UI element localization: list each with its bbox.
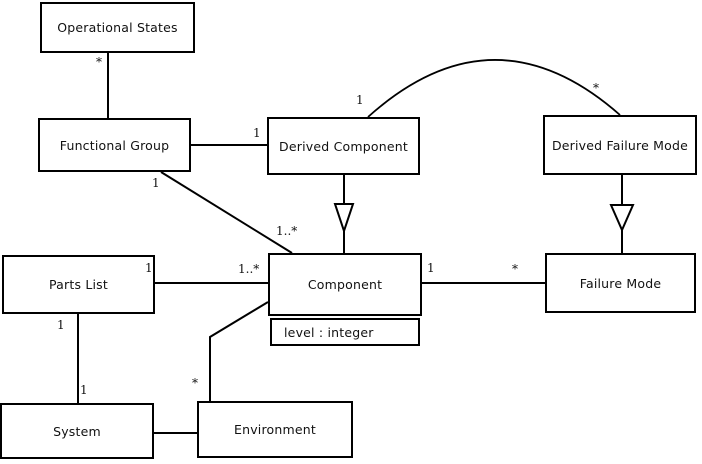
multiplicity-component-end-parts-list: 1..*: [238, 262, 260, 276]
multiplicity-system-end: 1: [80, 383, 88, 397]
class-functional-group: Functional Group: [38, 118, 191, 172]
class-parts-list: Parts List: [2, 255, 155, 314]
edge-functional-group-component: [160, 171, 293, 254]
multiplicity-parts-list-end: 1: [145, 261, 153, 275]
multiplicity-component-end-diagonal: 1..*: [276, 224, 298, 238]
class-component: Component: [268, 253, 422, 316]
multiplicity-derived-component-end: 1: [253, 126, 261, 140]
class-operational-states: Operational States: [40, 2, 195, 53]
edge-derived-component-derived-failure-mode-arc: [367, 59, 621, 118]
class-system: System: [0, 403, 154, 459]
class-label: Derived Component: [279, 138, 408, 154]
class-label: Failure Mode: [579, 275, 662, 291]
class-derived-failure-mode: Derived Failure Mode: [543, 115, 697, 175]
multiplicity-operational-states: *: [96, 55, 102, 69]
multiplicity-failure-mode-end: *: [512, 262, 518, 276]
multiplicity-derived-component-arc-end: 1: [356, 93, 364, 107]
class-label: System: [53, 423, 101, 439]
multiplicity-derived-failure-mode-arc-end: *: [593, 81, 599, 95]
multiplicity-parts-list-bottom-end: 1: [57, 318, 65, 332]
inheritance-triangle-icon: [609, 204, 635, 233]
edge-component-environment: [209, 301, 269, 401]
attribute-label: level : integer: [284, 324, 374, 340]
inheritance-triangle-icon: [333, 203, 355, 235]
class-derived-component: Derived Component: [267, 117, 420, 175]
class-environment: Environment: [197, 401, 353, 458]
multiplicity-component-end-failure-mode: 1: [427, 261, 435, 275]
class-label: Environment: [233, 422, 317, 437]
class-label: Parts List: [48, 277, 108, 292]
class-label: Component: [307, 277, 383, 292]
class-label: Functional Group: [59, 137, 170, 153]
class-label: Operational States: [57, 20, 178, 35]
multiplicity-functional-group-end: 1: [152, 176, 160, 190]
class-component-attributes: level : integer: [270, 318, 420, 346]
multiplicity-environment-end: *: [192, 376, 198, 390]
class-label: Derived Failure Mode: [551, 137, 689, 153]
class-failure-mode: Failure Mode: [545, 253, 696, 313]
